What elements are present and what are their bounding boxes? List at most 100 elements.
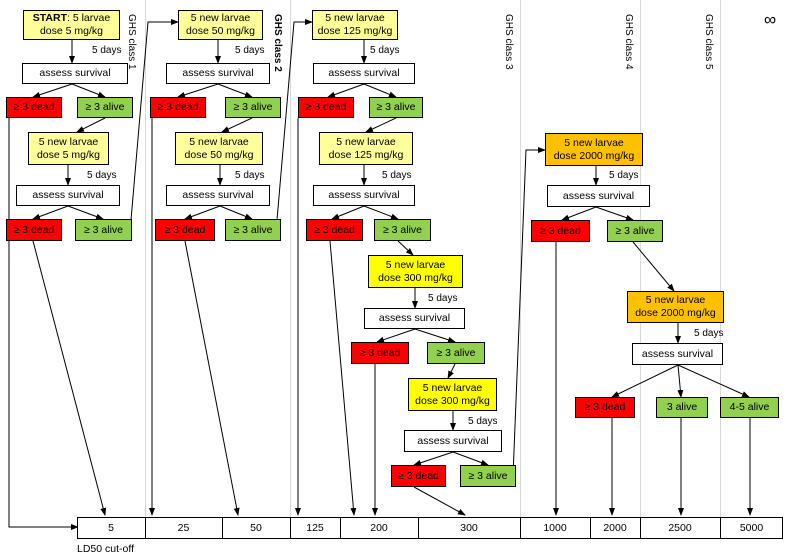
axis-separator <box>520 517 521 539</box>
dead-outcome-box: ≥ 3 dead <box>155 219 215 241</box>
axis-tick-label: 25 <box>177 522 190 534</box>
ghs-class-2-label: GHS class 2 <box>272 14 283 72</box>
new-larvae-box: 5 new larvae dose 50 mg/kg <box>178 10 263 40</box>
column-divider <box>290 0 291 517</box>
dead-outcome-box: ≥ 3 dead <box>575 397 635 418</box>
days-label: 5 days <box>694 328 724 339</box>
days-label: 5 days <box>382 170 412 181</box>
dose-text: dose 2000 mg/kg <box>553 149 635 162</box>
alive-outcome-box: ≥ 3 alive <box>427 342 485 364</box>
new-larvae-text: 5 new larvae <box>38 135 99 148</box>
column-divider <box>145 0 146 517</box>
axis-tick-label: 1000 <box>543 522 567 534</box>
axis-tick-label: 125 <box>306 522 324 534</box>
assess-survival-box: assess survival <box>166 185 270 206</box>
ld50-cutoff-axis <box>77 517 783 539</box>
days-label: 5 days <box>468 416 498 427</box>
days-label: 5 days <box>235 45 265 56</box>
new-larvae-text: 5 new larvae <box>564 136 624 149</box>
dose-text: dose 5 mg/kg <box>36 148 101 161</box>
days-label: 5 days <box>370 45 400 56</box>
ld50-cutoff-caption: LD50 cut-off <box>77 543 135 555</box>
assess-survival-box: assess survival <box>364 308 465 329</box>
new-larvae-box: 5 new larvae dose 5 mg/kg <box>28 132 109 165</box>
assess-survival-box: assess survival <box>166 63 270 84</box>
alive-outcome-box: ≥ 3 alive <box>225 97 281 118</box>
dead-outcome-box: ≥ 3 dead <box>391 465 446 487</box>
dead-outcome-box: ≥ 3 dead <box>351 342 409 364</box>
axis-tick-label: 50 <box>250 522 262 534</box>
dose-text: dose 2000 mg/kg <box>635 307 716 319</box>
days-label: 5 days <box>428 293 458 304</box>
new-larvae-text: 5 new larvae <box>645 294 706 306</box>
dead-outcome-box: ≥ 3 dead <box>150 97 206 118</box>
dead-outcome-box: ≥ 3 dead <box>306 219 363 241</box>
alive-outcome-box: ≥ 3 alive <box>225 219 281 241</box>
axis-tick-label: 2000 <box>603 522 627 534</box>
ghs-class-1-label: GHS class 1 <box>126 14 137 70</box>
assess-survival-box: assess survival <box>404 430 502 452</box>
alive-outcome-box: ≥ 3 alive <box>75 219 132 241</box>
dose-text: dose 125 mg/kg <box>317 25 393 37</box>
axis-tick-label: 5000 <box>739 522 764 534</box>
axis-tick-label: 5 <box>108 522 114 534</box>
alive-outcome-box: ≥ 3 alive <box>460 465 516 487</box>
column-divider <box>720 0 721 517</box>
axis-separator <box>222 517 223 539</box>
days-label: 5 days <box>235 170 265 181</box>
dead-outcome-box: ≥ 3 dead <box>6 97 62 118</box>
new-larvae-box: 5 new larvae dose 125 mg/kg <box>312 10 398 40</box>
days-label: 5 days <box>87 170 117 181</box>
column-divider <box>520 0 521 517</box>
axis-tick-label: 300 <box>460 522 478 534</box>
assess-survival-box: assess survival <box>547 185 650 207</box>
alive-outcome-box: ≥ 3 alive <box>374 219 431 241</box>
axis-tick-label: 200 <box>370 522 388 534</box>
dose-text: dose 300 mg/kg <box>378 271 453 284</box>
dead-outcome-box: ≥ 3 dead <box>6 219 62 241</box>
assess-survival-box: assess survival <box>313 185 415 206</box>
ghs-class-4-label: GHS class 4 <box>623 14 634 70</box>
new-larvae-box: 5 new larvae dose 2000 mg/kg <box>545 133 643 166</box>
new-larvae-box: 5 new larvae dose 50 mg/kg <box>175 132 263 165</box>
alive-outcome-box: ≥ 3 alive <box>369 97 423 118</box>
new-larvae-text: 5 new larvae <box>385 258 446 271</box>
new-larvae-box: 5 new larvae dose 300 mg/kg <box>368 255 463 288</box>
start-label: START <box>32 12 67 24</box>
ghs-class-3-label: GHS class 3 <box>503 14 514 70</box>
assess-survival-box: assess survival <box>22 63 128 84</box>
axis-separator <box>640 517 641 539</box>
dead-outcome-box: ≥ 3 dead <box>531 220 590 242</box>
dose-text: dose 125 mg/kg <box>328 148 404 161</box>
new-larvae-box: 5 new larvae dose 300 mg/kg <box>408 378 497 411</box>
start-dose-text: dose 5 mg/kg <box>39 25 104 37</box>
dead-outcome-box: ≥ 3 dead <box>298 97 354 118</box>
axis-separator <box>418 517 419 539</box>
axis-separator <box>145 517 146 539</box>
new-larvae-text: 5 new larvae <box>189 135 249 148</box>
new-larvae-box: 5 new larvae dose 125 mg/kg <box>319 132 413 165</box>
infinity-symbol: ∞ <box>764 10 777 29</box>
new-larvae-box: 5 new larvae dose 2000 mg/kg <box>627 291 724 323</box>
alive-outcome-box: ≥ 3 alive <box>607 220 663 242</box>
axis-tick-label: 2500 <box>668 522 692 534</box>
assess-survival-box: assess survival <box>632 343 723 365</box>
axis-separator <box>340 517 341 539</box>
dose-text: dose 50 mg/kg <box>184 148 254 161</box>
axis-separator <box>720 517 721 539</box>
days-label: 5 days <box>609 170 639 181</box>
days-label: 5 days <box>92 45 122 56</box>
four-five-alive-box: 4-5 alive <box>720 397 779 418</box>
axis-separator <box>590 517 591 539</box>
dose-text: dose 300 mg/kg <box>415 394 490 407</box>
new-larvae-text: 5 new larvae <box>422 381 483 394</box>
alive-outcome-box: ≥ 3 alive <box>77 97 133 118</box>
ghs-class-5-label: GHS class 5 <box>703 14 714 70</box>
new-larvae-text: 5 new larvae <box>325 12 385 24</box>
start-larvae-text: : 5 larvae <box>67 12 111 24</box>
assess-survival-box: assess survival <box>313 63 415 84</box>
start-box: START: 5 larvae dose 5 mg/kg <box>23 10 120 40</box>
three-alive-box: 3 alive <box>656 397 708 418</box>
axis-separator <box>290 517 291 539</box>
